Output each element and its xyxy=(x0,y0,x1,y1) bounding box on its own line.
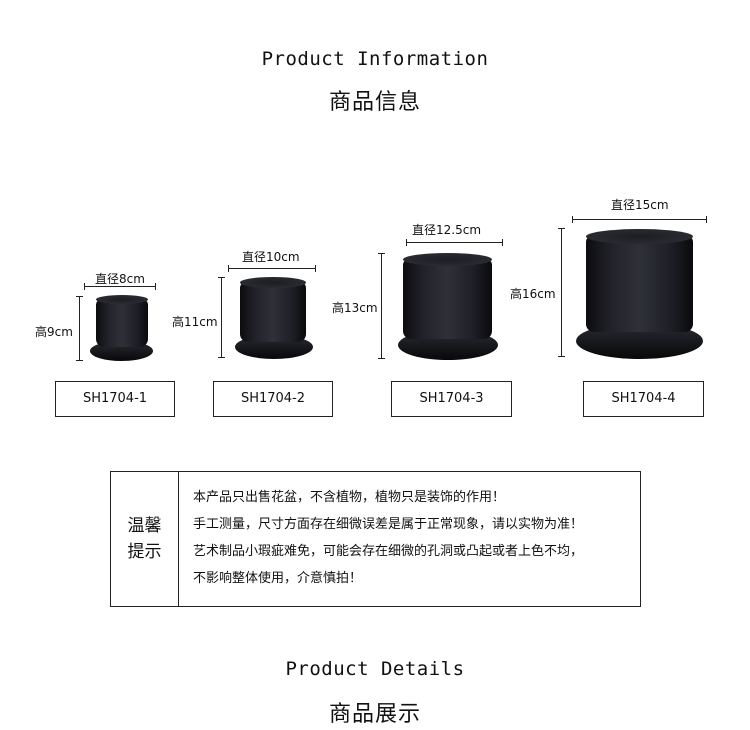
height-tick xyxy=(76,296,83,297)
diameter-tick xyxy=(315,265,316,272)
height-label: 高16cm xyxy=(510,287,556,301)
notice-line: 不影响整体使用，介意慎拍！ xyxy=(193,571,363,586)
diameter-tick xyxy=(572,216,573,223)
height-tick xyxy=(558,228,565,229)
diameter-line xyxy=(84,286,156,287)
height-tick xyxy=(76,360,83,361)
diameter-tick xyxy=(228,265,229,272)
product-details-title-en: Product Details xyxy=(285,658,465,680)
notice-line: 手工测量，尺寸方面存在细微误差是属于正常现象，请以实物为准！ xyxy=(193,517,584,532)
diameter-label: 直径8cm xyxy=(95,272,145,286)
notice-line: 艺术制品小瑕疵难免，可能会存在细微的孔洞或凸起或者上色不均， xyxy=(193,544,584,559)
notice-title-line1: 温馨 xyxy=(127,516,162,536)
product-information-title-cn: 商品信息 xyxy=(328,90,421,115)
notice-title: 温馨 提示 xyxy=(111,472,179,606)
warm-notice-box: 温馨 提示 本产品只出售花盆，不含植物，植物只是装饰的作用！ 手工测量，尺寸方面… xyxy=(110,471,641,607)
notice-text: 本产品只出售花盆，不含植物，植物只是装饰的作用！ 手工测量，尺寸方面存在细微误差… xyxy=(193,484,633,592)
height-tick xyxy=(378,358,385,359)
sku-label: SH1704-2 xyxy=(213,381,333,417)
sku-label: SH1704-4 xyxy=(583,381,704,417)
height-label: 高13cm xyxy=(332,301,378,315)
product-sizes: 直径8cm 高9cm SH1704-1 直径10cm 高11cm SH1704-… xyxy=(35,198,707,417)
height-tick xyxy=(378,253,385,254)
diameter-label: 直径10cm xyxy=(242,250,300,264)
product-information-title-en: Product Information xyxy=(261,48,489,70)
diameter-line xyxy=(572,219,707,220)
height-line xyxy=(381,253,382,359)
diameter-label: 直径15cm xyxy=(611,198,669,212)
height-label: 高9cm xyxy=(35,325,73,339)
diameter-line xyxy=(406,242,503,243)
diameter-tick xyxy=(155,283,156,290)
notice-line: 本产品只出售花盆，不含植物，植物只是装饰的作用！ xyxy=(193,490,506,505)
height-label: 高11cm xyxy=(172,315,218,329)
height-tick xyxy=(218,357,225,358)
product-details-title-cn: 商品展示 xyxy=(328,702,421,727)
height-tick xyxy=(218,277,225,278)
sku-label: SH1704-1 xyxy=(55,381,175,417)
height-line xyxy=(221,277,222,358)
sku-label: SH1704-3 xyxy=(391,381,512,417)
diameter-line xyxy=(228,268,316,269)
height-line xyxy=(79,296,80,361)
diameter-tick xyxy=(84,283,85,290)
diameter-tick xyxy=(406,239,407,246)
diameter-tick xyxy=(706,216,707,223)
diameter-tick xyxy=(502,239,503,246)
height-tick xyxy=(558,356,565,357)
notice-title-line2: 提示 xyxy=(127,542,162,562)
diameter-label: 直径12.5cm xyxy=(412,223,482,237)
height-line xyxy=(561,228,562,357)
